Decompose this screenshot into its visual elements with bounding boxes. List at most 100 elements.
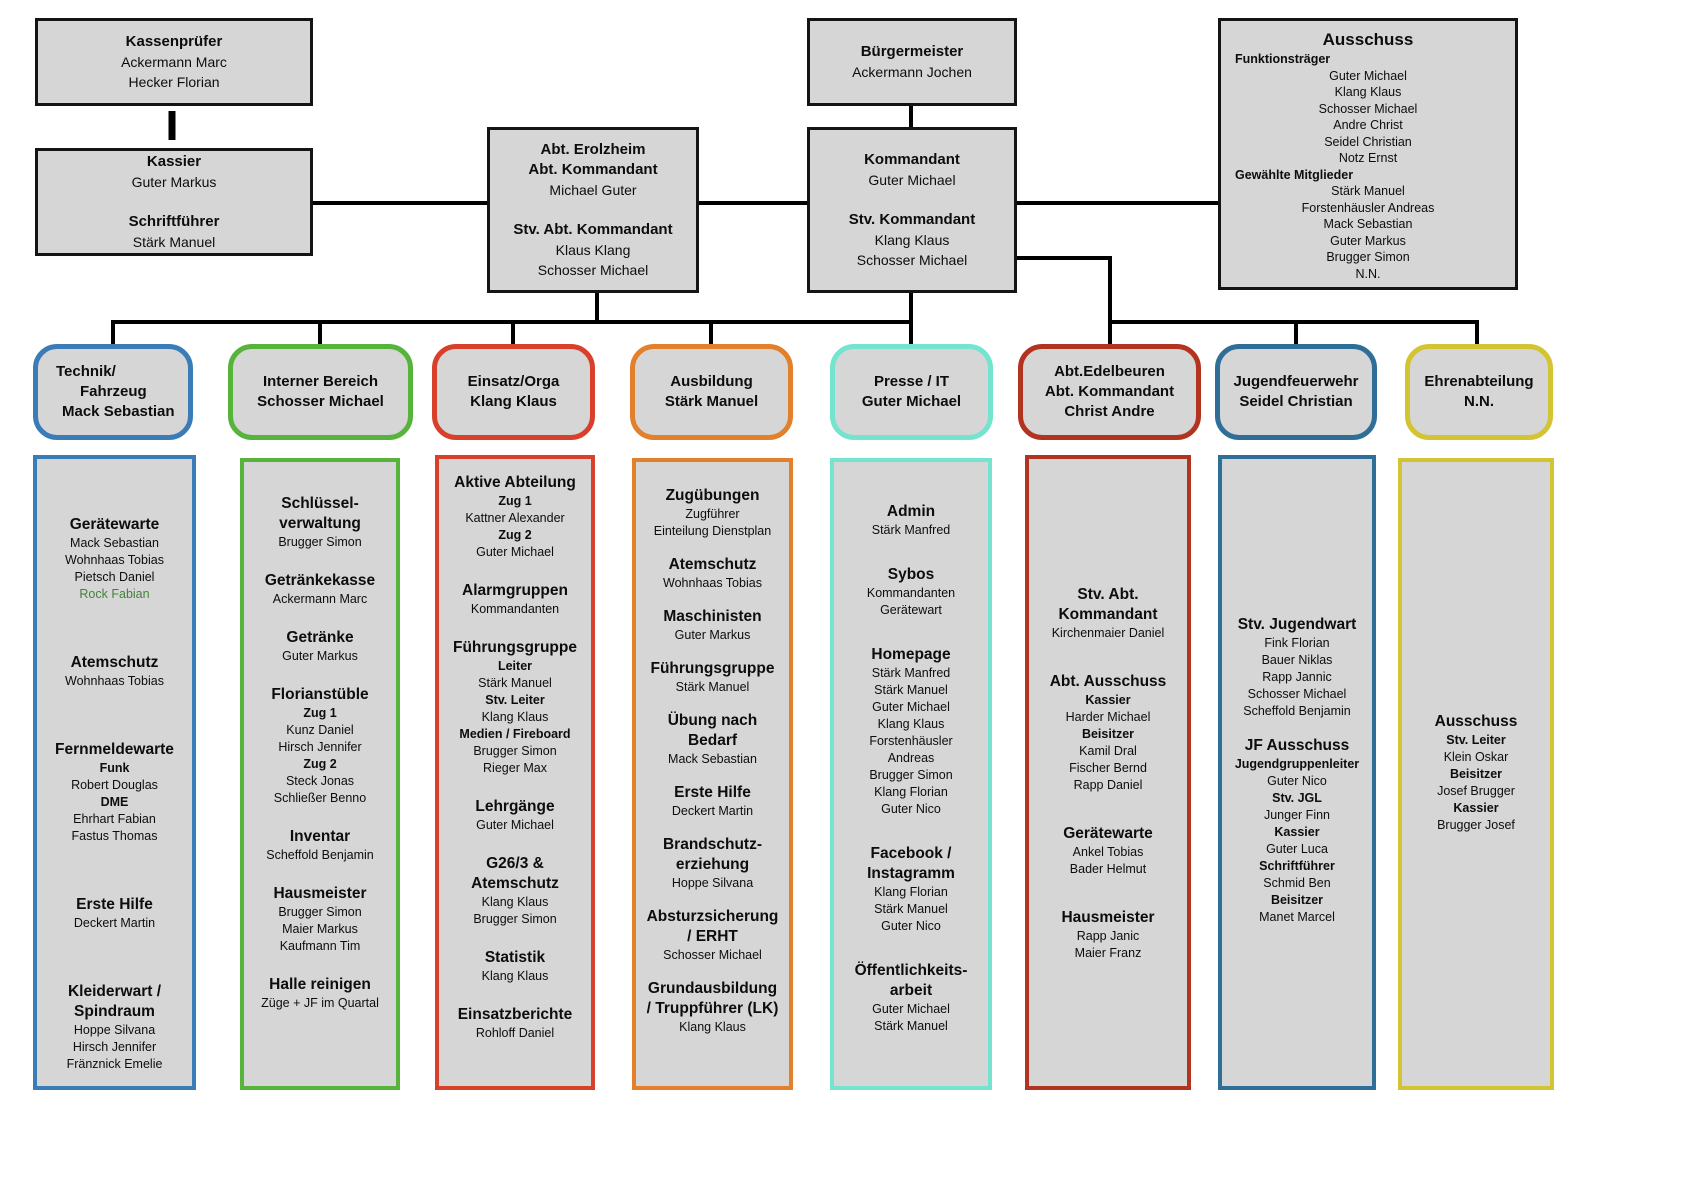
- section-title: Atemschutz: [471, 875, 559, 892]
- member-group-label: Funktionsträger: [1235, 52, 1331, 66]
- section-title: Statistik: [484, 949, 546, 966]
- dept-header-line: Einsatz/Orga: [467, 373, 560, 390]
- person-name: Pietsch Daniel: [74, 570, 155, 584]
- section-title: Getränke: [286, 629, 354, 646]
- person-name: Guter Nico: [881, 919, 941, 933]
- person-name: Hirsch Jennifer: [278, 740, 362, 754]
- role-label: Zug 1: [303, 706, 337, 720]
- section-title: Maschinisten: [663, 608, 762, 625]
- person-name: Hoppe Silvana: [671, 876, 754, 890]
- person-name: Klang Klaus: [481, 710, 549, 724]
- person-name: Stärk Manuel: [874, 1019, 948, 1033]
- person-name: Brugger Simon: [1326, 250, 1410, 264]
- role-label: Jugendgruppenleiter: [1234, 757, 1360, 771]
- role-label: Zug 2: [498, 528, 532, 542]
- section-title: G26/3 &: [486, 855, 544, 872]
- person-name: Guter Michael: [1329, 68, 1407, 83]
- role-label: Stv. Leiter: [1446, 733, 1506, 747]
- person-name: Schosser Michael: [1247, 687, 1347, 701]
- person-name: Schmid Ben: [1263, 876, 1331, 890]
- person-name: Klang Klaus: [679, 1020, 746, 1034]
- person-name: Notz Ernst: [1338, 151, 1398, 165]
- dept-header-line: Ausbildung: [670, 373, 753, 390]
- role-label: Kassier: [146, 153, 202, 170]
- person-name: Brugger Simon: [278, 535, 362, 549]
- section-title: Homepage: [871, 646, 951, 663]
- section-title: Führungsgruppe: [650, 660, 775, 677]
- person-name: Klaus Klang: [555, 242, 631, 258]
- section-title: Halle reinigen: [269, 976, 371, 993]
- person-name: Stärk Manuel: [478, 676, 552, 690]
- person-name: Ehrhart Fabian: [73, 812, 156, 826]
- person-name: Steck Jonas: [285, 774, 355, 788]
- person-name: Manet Marcel: [1259, 910, 1335, 924]
- section-title: Übung nach: [667, 712, 758, 729]
- box-abt-erolzheim: Abt. Erolzheim Abt. Kommandant Michael G…: [487, 127, 699, 293]
- person-name: Zugführer: [685, 507, 740, 521]
- dept-header-line: Presse / IT: [873, 373, 950, 390]
- person-name: Brugger Simon: [473, 744, 557, 758]
- person-name: Stärk Manuel: [1331, 184, 1405, 198]
- section-title: Gerätewarte: [69, 516, 160, 533]
- box-kassier: Kassier Guter Markus Schriftführer Stärk…: [35, 148, 313, 256]
- section-title: Führungsgruppe: [453, 639, 577, 656]
- person-name: Klang Klaus: [481, 895, 549, 909]
- person-name: Klang Klaus: [1334, 85, 1402, 99]
- person-name: Maier Markus: [282, 922, 358, 936]
- person-name: Ackermann Marc: [272, 592, 368, 606]
- dept-header-line: Technik/: [56, 363, 116, 380]
- section-title: JF Ausschuss: [1244, 737, 1350, 754]
- role-label: Funk: [99, 761, 130, 775]
- role-label: Beisitzer: [1449, 767, 1503, 781]
- section-title: Absturzsicherung: [646, 908, 779, 925]
- person-name: Fränznick Emelie: [66, 1057, 163, 1071]
- role-label: Beisitzer: [1270, 893, 1324, 907]
- dept-header-line: Schosser Michael: [257, 393, 384, 410]
- person-name: Schosser Michael: [537, 262, 649, 278]
- person-name: Scheffold Benjamin: [266, 848, 374, 862]
- section-title: Bedarf: [687, 732, 738, 749]
- person-name: Ankel Tobias: [1072, 845, 1144, 859]
- section-title: Ausschuss: [1434, 713, 1518, 730]
- person-name: Kattner Alexander: [465, 511, 565, 525]
- person-name: Junger Finn: [1263, 808, 1330, 822]
- person-name: Stärk Manuel: [132, 234, 216, 250]
- section-title: Erste Hilfe: [674, 784, 751, 801]
- person-name: Rapp Janic: [1076, 929, 1140, 943]
- section-title: Grundausbildung: [647, 980, 778, 997]
- person-name: Rohloff Daniel: [475, 1026, 555, 1040]
- dept-header-line: Fahrzeug: [80, 383, 147, 400]
- person-name: Rapp Jannic: [1262, 670, 1332, 684]
- person-name: N.N.: [1355, 266, 1381, 281]
- person-name: Mack Sebastian: [1323, 217, 1413, 231]
- section-title: Schlüssel-: [281, 495, 359, 512]
- section-title: Zugübungen: [665, 487, 760, 504]
- dept-header-line: Christ Andre: [1064, 403, 1155, 420]
- section-title: Atemschutz: [668, 556, 757, 573]
- section-title: Aktive Abteilung: [454, 474, 576, 491]
